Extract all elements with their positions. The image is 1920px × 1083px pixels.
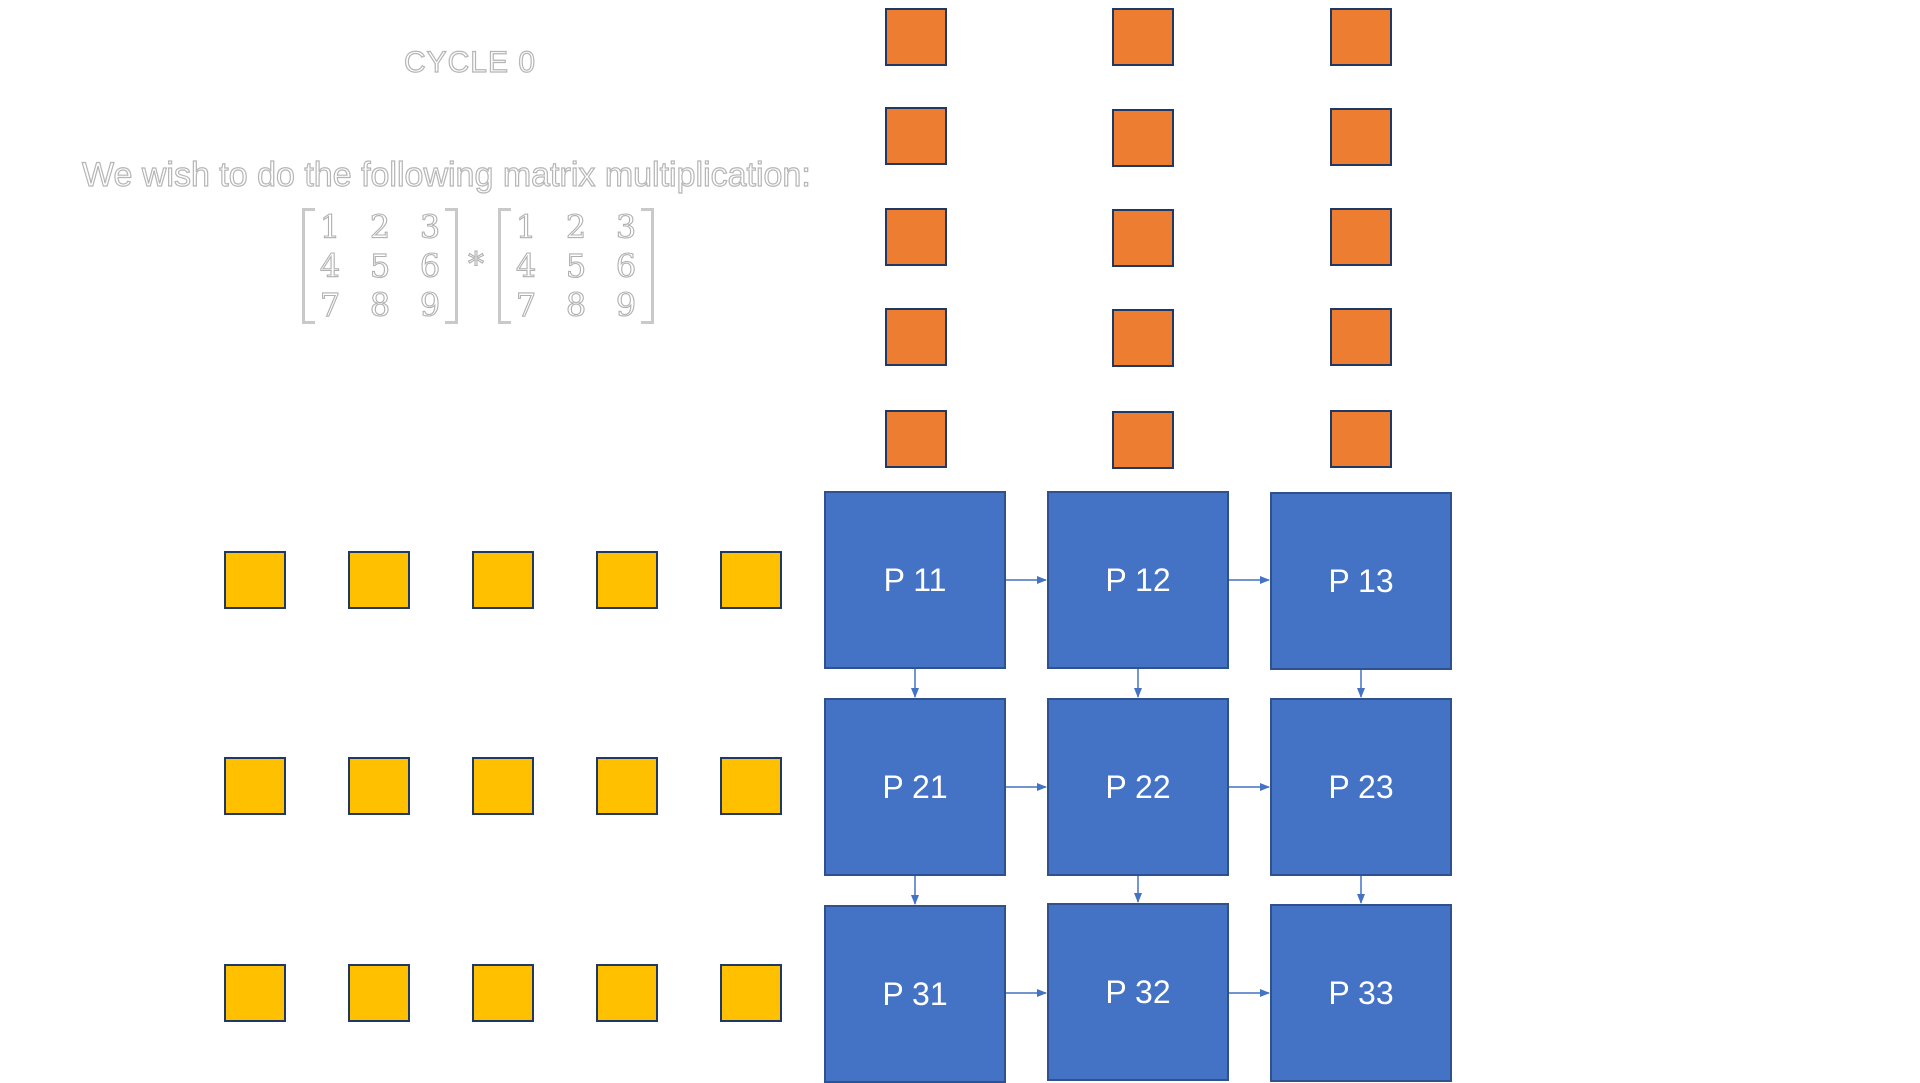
column-input-block: [1112, 8, 1174, 66]
matrix-b-cell: 2: [565, 208, 587, 247]
matrix-b-cell: 1: [515, 208, 537, 247]
column-input-block: [1112, 209, 1174, 267]
matrix-a-cell: 7: [319, 285, 341, 324]
column-input-block: [885, 208, 947, 266]
matrix-a-cell: 9: [419, 285, 441, 324]
column-input-block: [1330, 208, 1392, 266]
column-input-block: [885, 410, 947, 468]
column-input-block: [1112, 411, 1174, 469]
matrix-b-cell: 4: [515, 246, 537, 285]
processor-p12: P 12: [1047, 491, 1229, 669]
matrix-b: 1 2 3 4 5 6 7 8 9: [498, 208, 654, 324]
row-input-block: [720, 757, 782, 815]
matrix-a-cell: 2: [369, 208, 391, 247]
column-input-block: [1112, 309, 1174, 367]
row-input-block: [720, 964, 782, 1022]
matrix-a-cell: 5: [369, 246, 391, 285]
row-input-block: [348, 757, 410, 815]
matrix-a-cell: 6: [419, 246, 441, 285]
matrix-b-cell: 6: [615, 246, 637, 285]
processor-p11: P 11: [824, 491, 1006, 669]
processor-p22: P 22: [1047, 698, 1229, 876]
matrix-a-cell: 4: [319, 246, 341, 285]
processor-p31: P 31: [824, 905, 1006, 1083]
matrix-a-cell: 3: [419, 208, 441, 247]
row-input-block: [224, 757, 286, 815]
row-input-block: [224, 551, 286, 609]
row-input-block: [348, 964, 410, 1022]
row-input-block: [224, 964, 286, 1022]
processor-p33: P 33: [1270, 904, 1452, 1082]
row-input-block: [596, 964, 658, 1022]
column-input-block: [1330, 308, 1392, 366]
matrix-b-cell: 8: [565, 285, 587, 324]
matrix-b-cell: 3: [615, 208, 637, 247]
matrix-a: 1 2 3 4 5 6 7 8 9: [302, 208, 458, 324]
column-input-block: [885, 8, 947, 66]
column-input-block: [1330, 108, 1392, 166]
intro-text: We wish to do the following matrix multi…: [81, 155, 811, 194]
matrix-b-cell: 9: [615, 285, 637, 324]
matrix-a-cell: 8: [369, 285, 391, 324]
column-input-block: [1330, 8, 1392, 66]
processor-p21: P 21: [824, 698, 1006, 876]
row-input-block: [472, 964, 534, 1022]
processor-p13: P 13: [1270, 492, 1452, 670]
processor-p32: P 32: [1047, 903, 1229, 1081]
row-input-block: [596, 757, 658, 815]
column-input-block: [1330, 410, 1392, 468]
row-input-block: [472, 757, 534, 815]
row-input-block: [472, 551, 534, 609]
matrix-b-cell: 5: [565, 246, 587, 285]
processor-p23: P 23: [1270, 698, 1452, 876]
matrix-a-cell: 1: [319, 208, 341, 247]
matrix-b-cell: 7: [515, 285, 537, 324]
cycle-title: CYCLE 0: [403, 45, 537, 79]
row-input-block: [596, 551, 658, 609]
column-input-block: [885, 308, 947, 366]
multiply-operator: *: [467, 244, 484, 283]
row-input-block: [348, 551, 410, 609]
column-input-block: [885, 107, 947, 165]
row-input-block: [720, 551, 782, 609]
column-input-block: [1112, 109, 1174, 167]
